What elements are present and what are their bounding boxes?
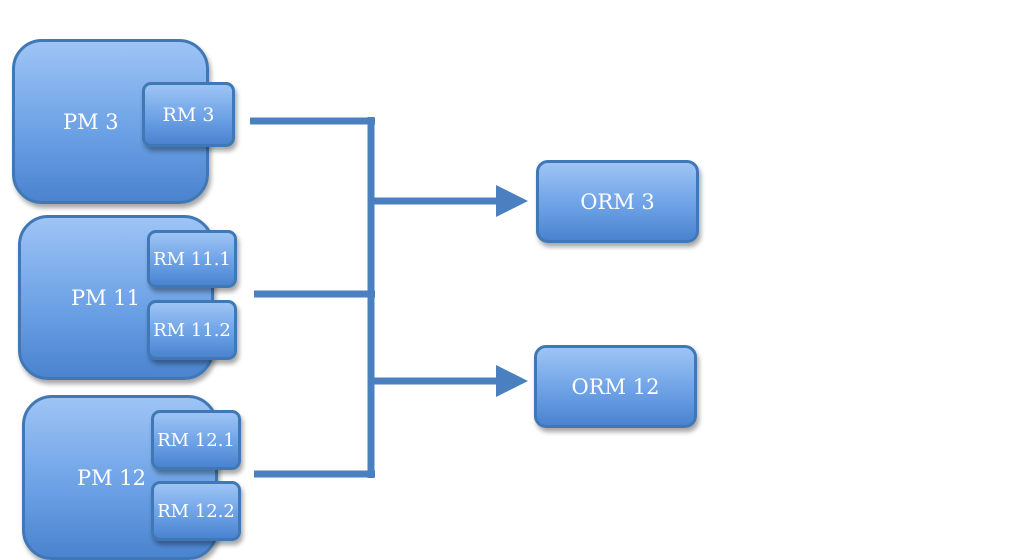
orm3-label: ORM 3 xyxy=(580,189,655,214)
rm12-2-node: RM 12.2 xyxy=(151,481,241,541)
orm12-label: ORM 12 xyxy=(571,374,660,399)
pm11-label: PM 11 xyxy=(71,285,141,310)
rm11-1-label: RM 11.1 xyxy=(153,248,231,270)
rm12-2-label: RM 12.2 xyxy=(157,500,235,522)
rm3-node: RM 3 xyxy=(142,82,235,147)
pm3-label: PM 3 xyxy=(63,109,119,134)
pm3-node: PM 3 xyxy=(12,39,209,204)
arrowhead-orm3 xyxy=(496,185,528,217)
pm12-label: PM 12 xyxy=(77,465,147,490)
arrowhead-orm12 xyxy=(496,365,528,397)
rm11-1-node: RM 11.1 xyxy=(147,230,237,288)
rm12-1-node: RM 12.1 xyxy=(151,410,241,470)
rm12-1-label: RM 12.1 xyxy=(157,429,235,451)
orm12-node: ORM 12 xyxy=(534,345,697,428)
orm3-node: ORM 3 xyxy=(536,160,699,243)
rm3-label: RM 3 xyxy=(162,103,215,126)
rm11-2-node: RM 11.2 xyxy=(147,300,237,360)
rm11-2-label: RM 11.2 xyxy=(153,319,231,341)
